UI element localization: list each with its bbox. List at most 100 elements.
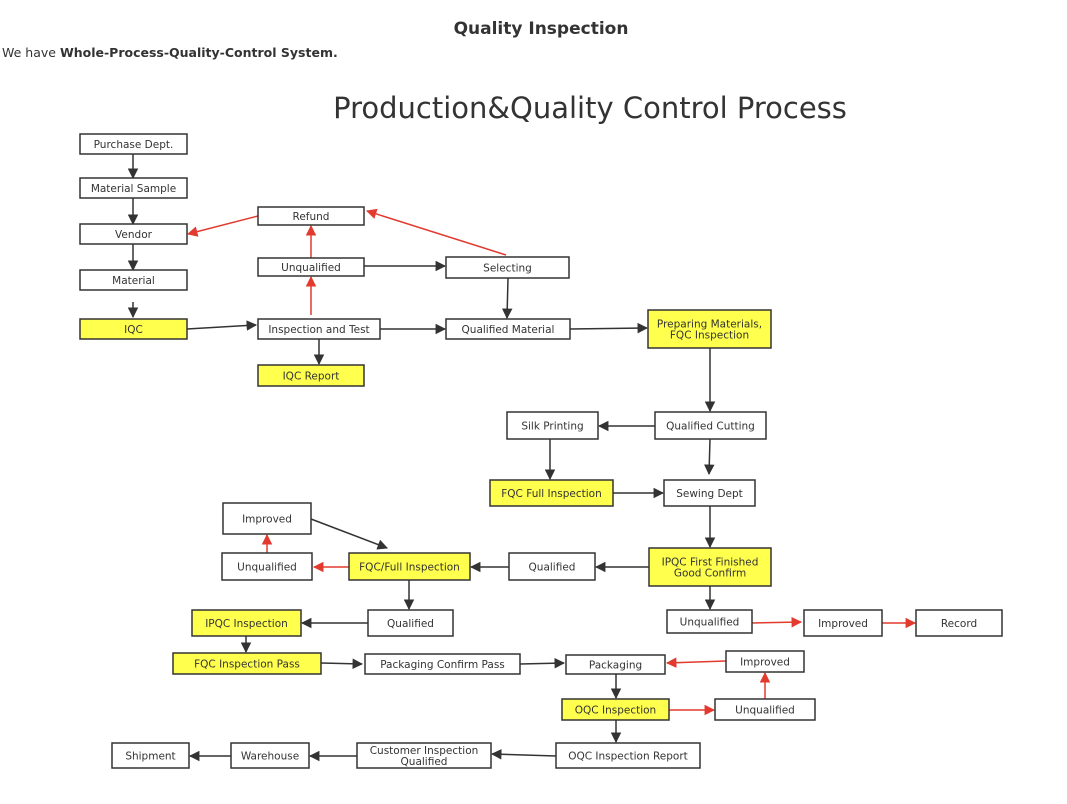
node-refund: Refund [257, 206, 365, 226]
nodes-layer: Purchase Dept. Material SampleVendorMater… [79, 133, 1003, 769]
node-label: IPQC Inspection [205, 618, 288, 630]
intro-prefix: We have [2, 45, 60, 60]
node-qualified1: Qualified [508, 552, 596, 581]
node-label: Record [941, 618, 977, 630]
node-qualified-material: Qualified Material [445, 318, 571, 340]
arrow-qualified_material-to-preparing [569, 322, 649, 334]
node-label: Qualified [387, 618, 434, 630]
node-qualified2: Qualified [367, 609, 454, 637]
arrow-unqualified3-to-improved2 [751, 616, 803, 628]
node-label: FQC Inspection Pass [194, 659, 300, 671]
node-label: Unqualified [237, 562, 297, 574]
node-box [222, 502, 312, 535]
node-box [79, 177, 188, 199]
node-box [647, 309, 772, 349]
node-box [725, 650, 805, 673]
node-iqc-report: IQC Report [257, 364, 365, 387]
node-box [257, 257, 365, 277]
node-label: Unqualified [735, 705, 795, 717]
arrow-qualified_cutting-to-sewing [704, 438, 715, 476]
node-box [666, 609, 753, 634]
node-label: Selecting [483, 263, 532, 275]
node-label: Preparing Materials, [657, 319, 762, 331]
node-unqualified1: Unqualified [257, 257, 365, 277]
node-label: Vendor [115, 229, 153, 241]
node-box [555, 742, 701, 769]
node-improved1: Improved [222, 502, 312, 535]
node-box [230, 742, 310, 769]
node-box [714, 698, 816, 721]
node-label: FQC/Full Inspection [359, 562, 460, 574]
arrow-selecting-to-refund [365, 208, 507, 256]
node-box [654, 411, 767, 440]
node-label: Material Sample [91, 183, 176, 195]
node-label: FQC Inspection [670, 330, 749, 342]
arrow-fqc_pass-to-pack_confirm [320, 658, 364, 670]
edges-layer [127, 154, 917, 762]
node-label: IPQC First Finished [662, 557, 759, 569]
node-improved3: Improved [725, 650, 805, 673]
diagram-title: Production&Quality Control Process [333, 91, 847, 125]
node-unqualified4: Unqualified [714, 698, 816, 721]
node-label: Improved [740, 657, 790, 669]
node-box [364, 653, 521, 675]
node-box [257, 206, 365, 226]
node-box [79, 269, 188, 291]
node-qualified-cutting: Qualified Cutting [654, 411, 767, 440]
node-box [221, 552, 313, 581]
node-box [445, 256, 570, 279]
page-title: Quality Inspection [453, 19, 629, 39]
node-label: IQC [124, 324, 143, 336]
node-label: Qualified [529, 562, 576, 574]
intro-text: We have Whole-Process-Quality-Control Sy… [2, 45, 338, 60]
node-label: Customer Inspection [370, 745, 479, 757]
node-label: Inspection and Test [268, 324, 369, 336]
node-box [348, 552, 471, 581]
node-fqc-full2: FQC/Full Inspection [348, 552, 471, 581]
node-box [489, 479, 614, 507]
node-label: Unqualified [680, 617, 740, 629]
node-sewing: Sewing Dept [663, 479, 756, 507]
node-box [506, 411, 599, 440]
node-iqc: IQC [79, 318, 188, 340]
node-label: Good Confirm [674, 568, 746, 580]
node-box [191, 609, 302, 637]
node-purchase: Purchase Dept. [79, 133, 188, 155]
node-box [367, 609, 454, 637]
node-unqualified3: Unqualified [666, 609, 753, 634]
node-label: Sewing Dept [676, 488, 743, 500]
node-ipqc-insp: IPQC Inspection [191, 609, 302, 637]
node-warehouse: Warehouse [230, 742, 310, 769]
node-box [445, 318, 571, 340]
node-box [803, 609, 883, 637]
node-box [663, 479, 756, 507]
node-box [356, 742, 492, 769]
node-box [79, 223, 188, 245]
node-label: IQC Report [283, 371, 340, 383]
node-fqc-full: FQC Full Inspection [489, 479, 614, 507]
node-box [508, 552, 596, 581]
arrow-improved1-to-fqc_full2 [310, 518, 388, 550]
arrow-iqc-to-inspection_test [186, 320, 258, 331]
node-shipment: Shipment [111, 742, 190, 769]
node-label: FQC Full Inspection [501, 488, 602, 500]
intro-bold: Whole-Process-Quality-Control System. [59, 45, 338, 60]
node-selecting: Selecting [445, 256, 570, 279]
node-unqualified2: Unqualified [221, 552, 313, 581]
arrow-oqc_report-to-customer_insp [490, 749, 557, 760]
node-pack-confirm: Packaging Confirm Pass [364, 653, 521, 675]
node-fqc-pass: FQC Inspection Pass [172, 652, 322, 675]
node-box [915, 609, 1003, 637]
node-inspection-test: Inspection and Test [257, 318, 381, 340]
node-label: Packaging [589, 660, 642, 672]
node-label: Refund [293, 211, 330, 223]
node-label: Qualified Material [462, 324, 555, 336]
node-label: Improved [242, 514, 292, 526]
node-label: OQC Inspection Report [568, 751, 688, 763]
node-box [648, 547, 772, 587]
node-box [79, 133, 188, 155]
node-label: Material [112, 275, 155, 287]
node-improved2: Improved [803, 609, 883, 637]
node-box [172, 652, 322, 675]
